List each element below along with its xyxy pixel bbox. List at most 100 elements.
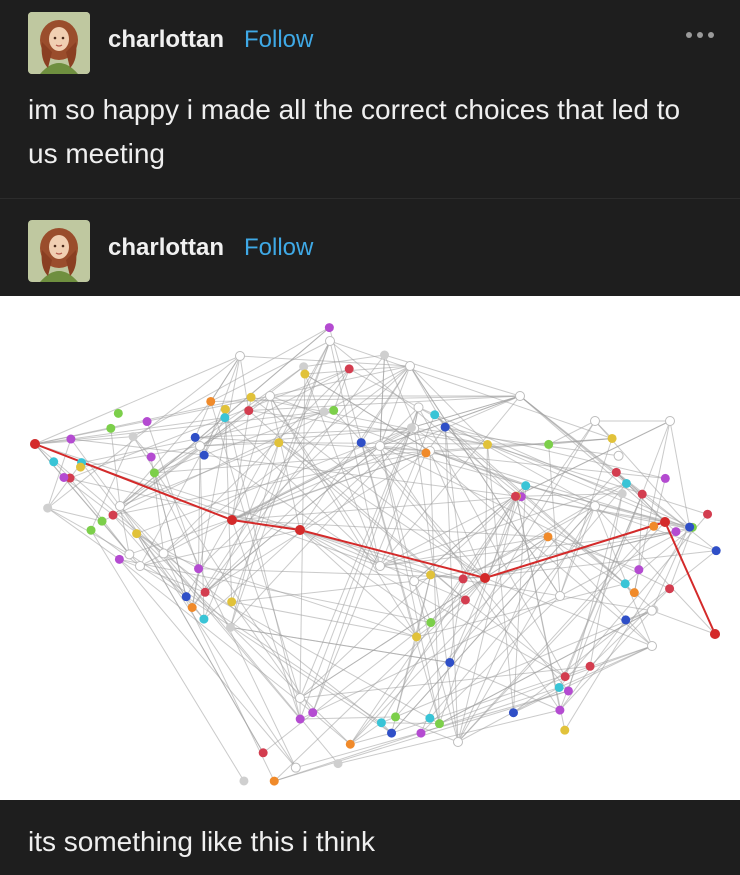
graph-edge [395, 472, 617, 718]
graph-edge [559, 526, 690, 597]
graph-edge [299, 595, 561, 720]
post-text: im so happy i made all the correct choic… [28, 94, 681, 169]
avatar[interactable] [28, 12, 90, 74]
graph-edge [429, 450, 666, 523]
graph-edge [229, 442, 280, 628]
graph-edge [430, 574, 652, 612]
graph-edge [230, 427, 415, 628]
graph-edge [379, 483, 627, 567]
graph-node [460, 595, 470, 605]
graph-edge [81, 409, 334, 464]
graph-edge [429, 450, 440, 724]
graph-edge [449, 578, 464, 663]
graph-edge [269, 395, 417, 638]
graph-node [440, 422, 450, 432]
graph-edge [34, 355, 241, 445]
graph-node [430, 410, 440, 420]
more-options-icon[interactable] [686, 32, 714, 38]
graph-edge [119, 505, 301, 720]
graph-edge [418, 407, 566, 677]
graph-edge [204, 445, 381, 593]
follow-button[interactable]: Follow [244, 234, 314, 261]
graph-edge [300, 716, 396, 720]
post-header: charlottan Follow [0, 8, 740, 78]
graph-node [324, 323, 334, 333]
graph-node [319, 407, 329, 417]
graph-edge [429, 450, 486, 579]
graph-edge [379, 445, 440, 724]
graph-node [43, 503, 53, 513]
path-node [295, 525, 305, 535]
graph-node [560, 725, 570, 735]
username[interactable]: charlottan [108, 234, 225, 261]
graph-node [555, 705, 565, 715]
graph-edge [457, 687, 560, 743]
avatar-icon [28, 220, 90, 282]
graph-edge [379, 452, 427, 567]
graph-edge [47, 438, 72, 509]
graph-edge [413, 581, 459, 743]
graph-edge [638, 494, 643, 570]
graph-edge [203, 442, 280, 620]
path-node [227, 515, 237, 525]
graph-edge [303, 354, 385, 368]
graph-edge [465, 599, 566, 678]
graph-node [344, 364, 354, 374]
graph-node [220, 404, 230, 414]
graph-edge [195, 427, 415, 438]
graph-node [124, 549, 135, 560]
graph-edge [239, 355, 411, 367]
graph-edge [323, 365, 411, 413]
graph-edge [391, 505, 596, 734]
graph-node [482, 440, 492, 450]
graph-edge [329, 340, 381, 567]
graph-edge [564, 493, 643, 677]
graph-edge [136, 427, 412, 535]
username[interactable]: charlottan [108, 26, 225, 53]
graph-edge [425, 452, 666, 479]
graph-edge [438, 496, 516, 724]
graph-edge [81, 462, 205, 620]
graph-node [434, 719, 444, 729]
graph-edge [484, 444, 488, 579]
graph-node [416, 728, 426, 738]
graph-edge [487, 444, 708, 515]
graph-edge [191, 354, 385, 608]
graph-edge [239, 355, 250, 411]
graph-node [711, 546, 721, 556]
graph-edge [384, 354, 521, 397]
graph-edge [119, 559, 297, 768]
graph-node [325, 336, 335, 346]
network-graph-image [0, 296, 740, 800]
graph-edge [47, 462, 82, 509]
graph-edge [163, 368, 350, 554]
graph-edge [278, 442, 549, 445]
graph-edge [333, 368, 350, 411]
graph-node [621, 478, 631, 488]
graph-edge [119, 558, 431, 623]
graph-edge [409, 365, 446, 428]
graph-edge [204, 591, 440, 725]
graph-node [199, 614, 209, 624]
graph-edge [349, 536, 549, 745]
graph-node [115, 501, 125, 511]
graph-edge [153, 472, 187, 597]
graph-node [190, 432, 200, 442]
graph-node [380, 350, 390, 360]
graph-node [647, 641, 657, 651]
graph-node [149, 468, 159, 478]
graph-node [671, 527, 681, 537]
graph-edge [349, 485, 527, 745]
graph-node [634, 565, 644, 575]
graph-edge [70, 438, 205, 456]
graph-node [195, 441, 205, 451]
graph-edge [304, 365, 411, 375]
graph-node [458, 574, 468, 584]
graph-edge [487, 444, 689, 529]
graph-edge [439, 645, 653, 725]
follow-button[interactable]: Follow [244, 26, 314, 53]
graph-edge [379, 531, 677, 567]
avatar[interactable] [28, 220, 90, 282]
graph-edge [312, 407, 419, 713]
graph-node [76, 462, 86, 472]
